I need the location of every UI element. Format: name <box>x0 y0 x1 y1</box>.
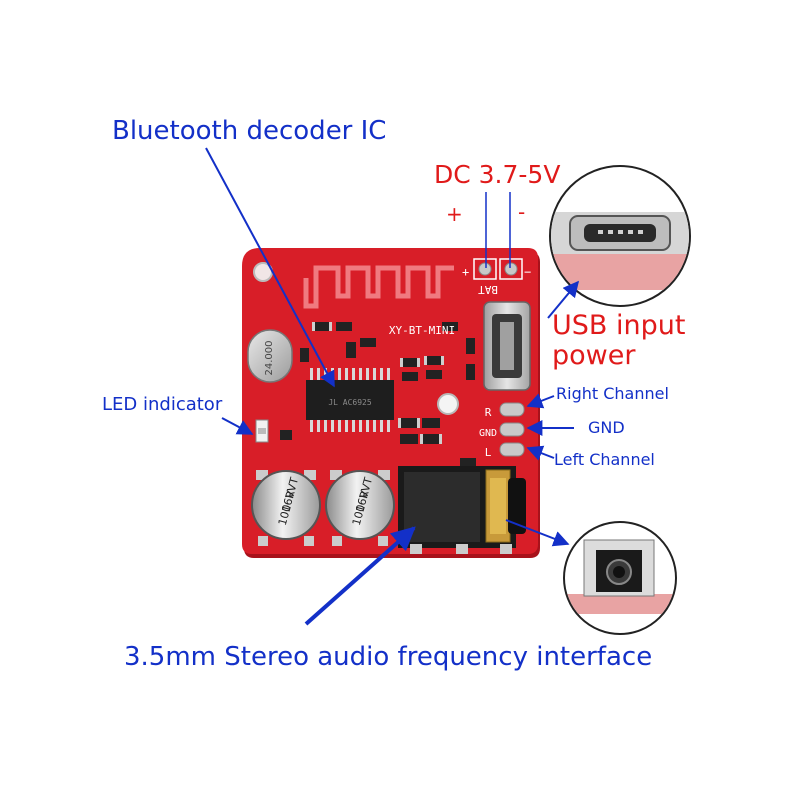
capacitor-right: 100 16V RVT <box>325 470 395 546</box>
micro-usb-port <box>483 301 531 391</box>
arrow-usb-inset <box>547 280 580 319</box>
pin-gnd-silk: GND <box>479 428 497 439</box>
audio-jack <box>398 466 526 554</box>
pin-r-silk: R <box>485 406 492 419</box>
mounting-hole <box>437 393 459 415</box>
cap-right-series: RVT <box>357 476 375 500</box>
label-gnd: GND <box>588 418 625 437</box>
arrow-bluetooth-ic <box>205 147 335 388</box>
label-dc-plus: + <box>446 202 463 226</box>
pin-l-silk: L <box>485 446 492 459</box>
board-model-text: XY-BT-MINI <box>389 324 455 337</box>
ic-marking: JL AC6925 <box>328 398 372 407</box>
smd-pads <box>312 322 444 444</box>
led-component <box>255 419 269 443</box>
label-usb-power-line2: power <box>552 340 636 371</box>
cap-left-value: 100 <box>276 503 294 527</box>
label-led-indicator: LED indicator <box>102 394 223 415</box>
usb-closeup-inset <box>549 165 691 307</box>
label-usb-power-line1: USB input <box>552 310 686 341</box>
arrow-left-channel <box>526 445 555 461</box>
label-bluetooth-ic: Bluetooth decoder IC <box>112 116 387 146</box>
bat-plus-silk: + <box>462 265 469 279</box>
cap-right-value: 100 <box>350 503 368 527</box>
jack-closeup-inset <box>563 521 677 635</box>
label-left-channel: Left Channel <box>554 450 655 469</box>
callout-arrows <box>205 147 580 626</box>
cap-left-series: RVT <box>283 476 301 500</box>
smd-components <box>280 322 476 468</box>
arrow-right-channel <box>526 393 555 409</box>
crystal-oscillator: 24.000 <box>247 329 293 383</box>
label-dc-minus: - <box>518 200 526 224</box>
label-right-channel: Right Channel <box>556 384 669 403</box>
label-dc-voltage: DC 3.7-5V <box>434 160 561 189</box>
crystal-marking: 24.000 <box>264 341 275 376</box>
bat-pads: + − BAT <box>462 258 531 296</box>
label-audio-interface: 3.5mm Stereo audio frequency interface <box>124 642 653 672</box>
arrow-audio-jack <box>304 526 416 626</box>
capacitor-left: 100 16V RVT <box>251 470 321 546</box>
arrow-jack-inset <box>505 519 570 547</box>
cap-left-voltage: 16V <box>279 489 297 514</box>
antenna-trace <box>303 265 454 309</box>
arrow-led <box>221 417 254 435</box>
cap-right-voltage: 16V <box>353 489 371 514</box>
audio-output-pins: R GND L <box>479 402 525 459</box>
bat-minus-silk: − <box>524 265 531 279</box>
bat-silk-label: BAT <box>478 283 498 296</box>
